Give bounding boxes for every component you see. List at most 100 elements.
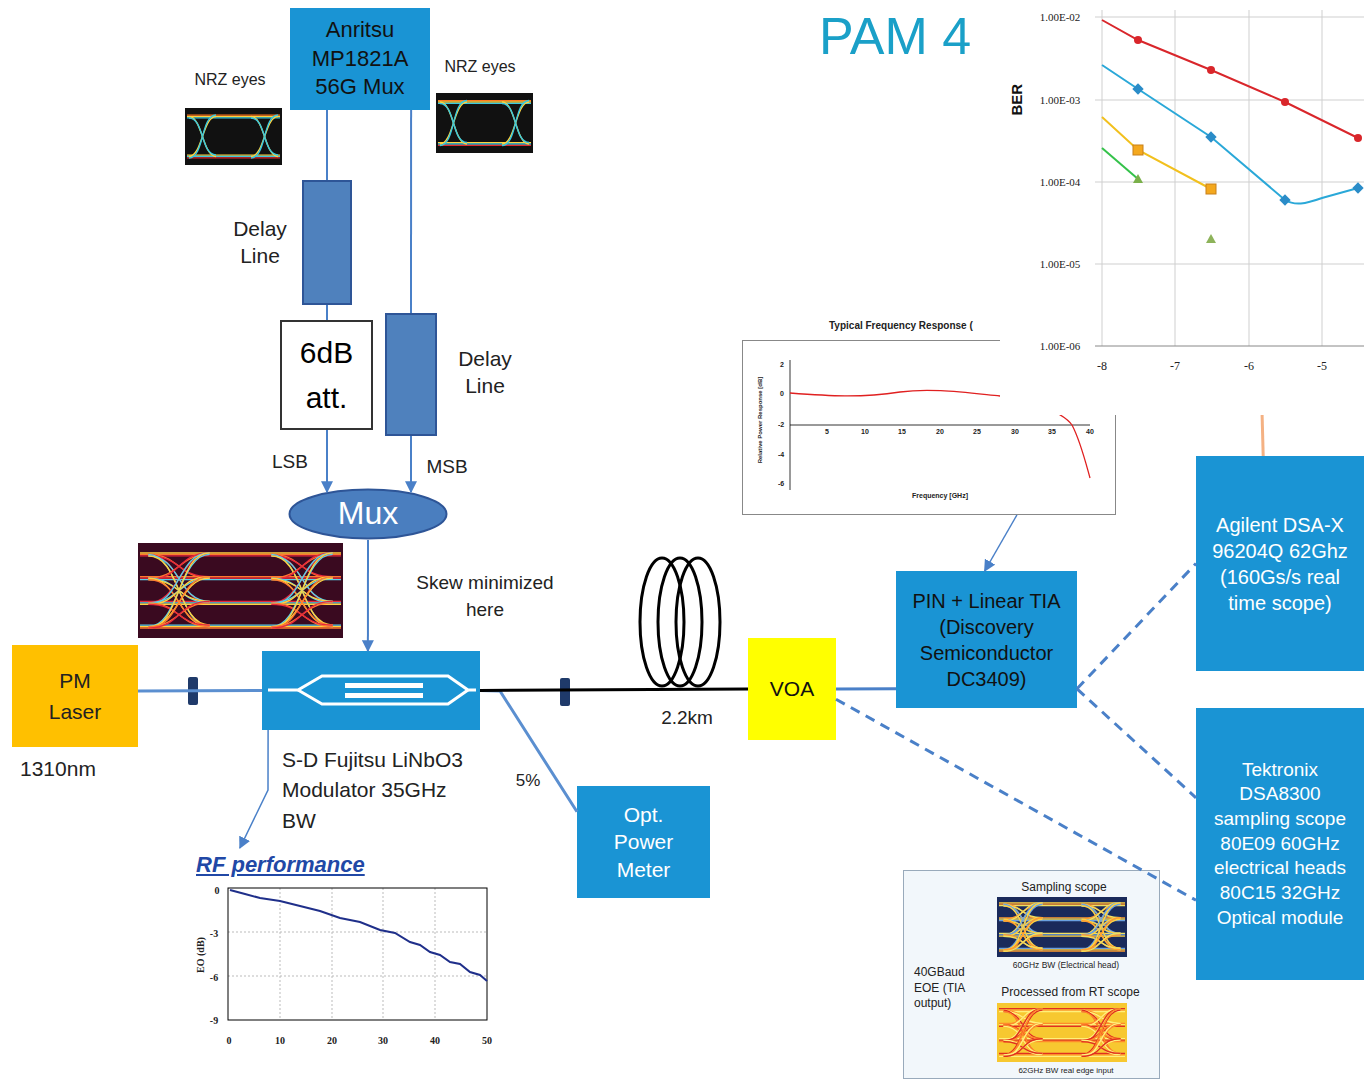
connector <box>240 730 268 848</box>
eye-trace <box>502 104 529 143</box>
annotation-label: PAM 4 <box>819 8 971 65</box>
annotation-label: -7 <box>1170 360 1180 373</box>
annotation-label: 0 <box>215 885 220 896</box>
node-text: Tektronix DSA8300 sampling scope 80E09 6… <box>1202 758 1358 931</box>
annotation-label: 20 <box>936 428 944 436</box>
eye-trace <box>189 118 216 155</box>
eye-trace <box>148 554 210 578</box>
eye-trace <box>251 118 278 155</box>
eye-trace <box>148 556 210 601</box>
grid-line <box>228 932 487 933</box>
eye-trace <box>140 576 341 577</box>
annotation-label: 5 <box>825 428 829 436</box>
node-text: Anritsu MP1821A 56G Mux <box>304 16 416 102</box>
eye-trace <box>271 580 333 625</box>
node-text: 6dB att. <box>292 330 362 420</box>
pam4-eye <box>138 543 343 638</box>
eye-trace <box>148 577 210 605</box>
node-text: Sampling scope <box>999 880 1129 896</box>
eye-trace <box>271 556 333 577</box>
eye-trace <box>271 603 333 627</box>
eye-trace <box>271 553 333 604</box>
eye-trace <box>148 553 210 628</box>
eye-trace <box>140 579 341 580</box>
connector <box>1262 415 1263 456</box>
eye-trace <box>140 578 341 579</box>
eye-background <box>185 108 282 165</box>
connector <box>138 689 262 692</box>
eye-trace <box>271 554 333 602</box>
eye-trace <box>140 627 341 628</box>
node-text: Mux <box>338 493 398 535</box>
eye-trace <box>271 554 333 578</box>
eye-trace <box>189 115 216 158</box>
grid-line <box>228 976 487 977</box>
eye-trace <box>271 577 333 605</box>
eye-trace <box>271 578 333 603</box>
eye-trace <box>438 101 531 102</box>
eye-trace <box>148 580 210 602</box>
eye-trace <box>148 580 210 625</box>
eye-trace <box>438 143 531 144</box>
eye-trace <box>187 115 280 116</box>
connector-label: MSB <box>426 457 467 478</box>
connector <box>480 689 748 691</box>
connector <box>1077 689 1196 798</box>
node-text: Agilent DSA-X 96204Q 62Ghz (160Gs/s real… <box>1205 512 1355 616</box>
ellipse-shape <box>290 490 447 539</box>
eye-trace <box>148 556 210 577</box>
connector <box>985 515 1017 571</box>
annotation-label: 0 <box>780 390 784 398</box>
power-meter-box: Opt. Power Meter <box>577 786 710 898</box>
eye-trace <box>148 578 210 603</box>
eye-trace <box>271 554 333 626</box>
eye-trace <box>148 603 210 627</box>
eye-trace <box>148 554 210 578</box>
connector <box>480 691 577 812</box>
eye-trace <box>189 117 216 157</box>
connector-label: 2.2km <box>661 708 713 729</box>
eye-trace <box>140 626 341 627</box>
eye-trace <box>140 604 341 605</box>
eye-trace <box>148 601 210 628</box>
nrz-eye <box>185 108 282 165</box>
eye-trace <box>187 116 280 117</box>
spool-loop <box>676 558 720 686</box>
node-text: Typical Frequency Response ( <box>829 319 973 332</box>
eye-trace <box>251 117 278 157</box>
annotation-label: -9 <box>210 1015 218 1026</box>
eye-trace <box>271 554 333 602</box>
eye-background <box>436 93 533 153</box>
node-text: PIN + Linear TIA (Discovery Semiconducto… <box>904 588 1069 692</box>
eye-trace <box>140 601 341 602</box>
connector <box>836 699 1196 900</box>
rf-chart-panel: RF performance <box>190 848 500 1043</box>
eye-trace <box>148 554 210 626</box>
fiber-connector <box>188 677 198 705</box>
node-text: Processed from RT scope <box>988 985 1153 1001</box>
annotation-label: 20 <box>327 1035 337 1046</box>
node-text: 40GBaud EOE (TIA output) <box>914 965 976 1012</box>
grid-line <box>332 888 333 1020</box>
ber-chart-panel: BER <box>1000 0 1364 415</box>
scope-box: Tektronix DSA8300 sampling scope 80E09 6… <box>1196 708 1364 980</box>
annotation-label: 40 <box>1086 428 1094 436</box>
node-text: VOA <box>770 675 814 702</box>
nrz-eye <box>436 93 533 153</box>
eye-trace <box>140 552 341 553</box>
annotation-label: -6 <box>1244 360 1254 373</box>
eye-trace <box>271 604 333 625</box>
connector <box>326 305 328 320</box>
annotation-label: 1.00E-06 <box>1040 340 1081 352</box>
connector <box>326 110 328 180</box>
connector <box>326 430 328 492</box>
annotation-label: -2 <box>778 421 784 429</box>
eye-trace <box>148 556 210 625</box>
eye-trace <box>148 577 210 628</box>
eye-trace <box>271 578 333 626</box>
delay-line: Delay Line <box>302 180 352 305</box>
connector <box>367 540 369 651</box>
eye-trace <box>148 554 210 602</box>
